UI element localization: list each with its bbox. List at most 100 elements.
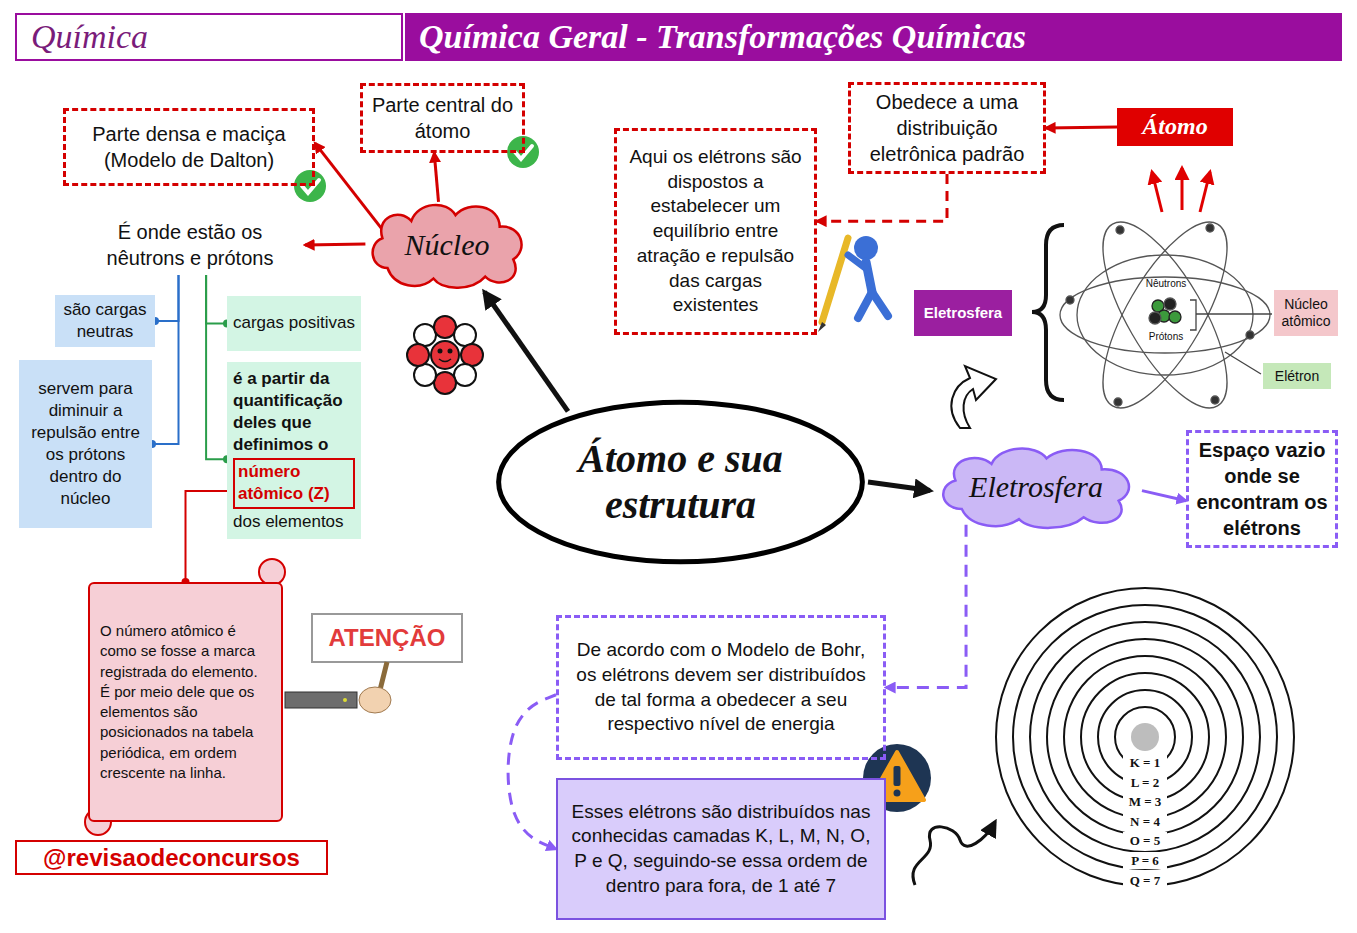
node-text: Eletrosfera: [958, 467, 1114, 506]
cloud-path: [943, 449, 1129, 528]
cloud-node: Núcleo: [362, 196, 532, 292]
art-line: [848, 255, 868, 270]
art-circle: [434, 372, 456, 394]
part-label: Nêutrons: [1138, 277, 1194, 291]
art-circle: [1169, 311, 1181, 323]
curly-bracket: [1032, 225, 1064, 400]
connector: [1142, 491, 1186, 501]
art-ellipse: [1080, 205, 1251, 425]
note-box: Esses elétrons são distribuídos nas conh…: [556, 778, 886, 920]
art-line: [822, 238, 848, 322]
node-text: Átomo e sua estrutura: [543, 436, 818, 528]
art-circle: [1066, 296, 1074, 304]
scroll-curl: [85, 559, 285, 835]
part-label-box: Elétron: [1263, 363, 1331, 389]
connector: [817, 174, 947, 221]
hollow-arrow: [951, 366, 996, 428]
shell-label: L = 2: [1123, 774, 1167, 791]
art-circle: [407, 344, 429, 366]
art-ellipse: [359, 687, 391, 713]
connector: [315, 143, 382, 230]
note-box: Aqui os elétrons são dispostos a estabel…: [614, 128, 817, 335]
node-text: servem para diminuir a repulsão entre os…: [24, 378, 147, 511]
art-circle: [996, 588, 1294, 886]
node-text: Parte densa e maciça (Modelo de Dalton): [76, 121, 302, 173]
art-circle: [1149, 312, 1161, 324]
art-circle: [294, 170, 326, 202]
title-text: Química Geral - Transformações Químicas: [419, 18, 1026, 56]
connector: [186, 491, 228, 582]
attention-sign: [285, 614, 462, 713]
connector: [484, 292, 568, 411]
art-circle: [461, 344, 483, 366]
shell-label: N = 4: [1123, 813, 1167, 830]
art-circle: [854, 236, 878, 260]
figure-with-pencil: [818, 236, 888, 332]
connector: [886, 525, 966, 688]
part-label: Prótons: [1138, 330, 1194, 344]
art-circle: [454, 324, 476, 346]
node-text: dos elementos: [233, 511, 355, 533]
connector: [206, 275, 227, 324]
art-circle: [414, 364, 436, 386]
node-text: @revisaodeconcursos: [21, 842, 322, 873]
connector: [155, 275, 179, 321]
connector: [508, 695, 556, 849]
node-text: O número atômico é como se fosse a marca…: [100, 621, 271, 783]
subject-box: Química: [15, 13, 403, 61]
art-circle: [1030, 622, 1260, 852]
art-rect: [312, 614, 462, 662]
art-circle: [1098, 690, 1192, 784]
note-box: Obedece a uma distribuição eletrônica pa…: [848, 82, 1046, 174]
bohr-shells: [996, 588, 1294, 886]
art-circle: [454, 364, 476, 386]
note-box: Espaço vazio onde se encontram os elétro…: [1186, 430, 1338, 548]
art-line: [1200, 172, 1210, 212]
atom-arrows: [1152, 168, 1210, 212]
art-circle: [431, 341, 459, 369]
connector: [152, 275, 179, 444]
art-ellipse: [1077, 255, 1253, 375]
node-text: Espaço vazio onde se encontram os elétro…: [1195, 437, 1329, 541]
art-circle: [1013, 605, 1277, 869]
scroll-note: O número atômico é como se fosse a marca…: [88, 582, 283, 822]
title-band: Química Geral - Transformações Químicas: [405, 13, 1342, 61]
node-text: Química: [31, 15, 387, 59]
art-line: [380, 662, 387, 690]
art-rect: [894, 766, 901, 786]
node-text: Núcleo atômico: [1277, 296, 1335, 330]
nucleus-illustration: [407, 316, 483, 394]
art-line: [1225, 352, 1261, 374]
art-line: [872, 292, 888, 316]
cloud-node: Eletrosfera: [930, 440, 1142, 532]
part-label-box: Núcleo atômico: [1274, 290, 1338, 336]
note-box: De acordo com o Modelo de Bohr, os elétr…: [556, 615, 886, 760]
node-text: Eletrosfera: [918, 303, 1008, 323]
art-path: [818, 322, 826, 332]
art-line: [1152, 172, 1162, 212]
note-box: Parte central do átomo: [360, 83, 525, 153]
art-circle: [1246, 331, 1254, 339]
info-box: servem para diminuir a repulsão entre os…: [19, 360, 152, 528]
art-circle: [439, 350, 442, 353]
art-circle: [449, 350, 452, 353]
art-circle: [1047, 639, 1243, 835]
node-text: Aqui os elétrons são dispostos a estabel…: [625, 145, 806, 318]
node-text: Núcleo: [388, 225, 506, 264]
credit-box: @revisaodeconcursos: [15, 840, 328, 875]
node-text: Átomo: [1121, 111, 1229, 142]
connector: [868, 482, 930, 491]
connector: [206, 275, 227, 459]
art-circle: [434, 316, 456, 338]
squiggle-arrow: [913, 822, 995, 885]
shell-label: Q = 7: [1123, 872, 1167, 889]
connector: [434, 153, 438, 202]
ellipse-path: [499, 402, 863, 562]
node-text: Elétron: [1266, 367, 1328, 385]
node-text: Obedece a uma distribuição eletrônica pa…: [857, 89, 1037, 167]
cloud-path: [373, 205, 522, 288]
art-circle: [1164, 298, 1176, 310]
art-line: [1196, 313, 1272, 314]
info-box: cargas positivas: [227, 296, 361, 351]
